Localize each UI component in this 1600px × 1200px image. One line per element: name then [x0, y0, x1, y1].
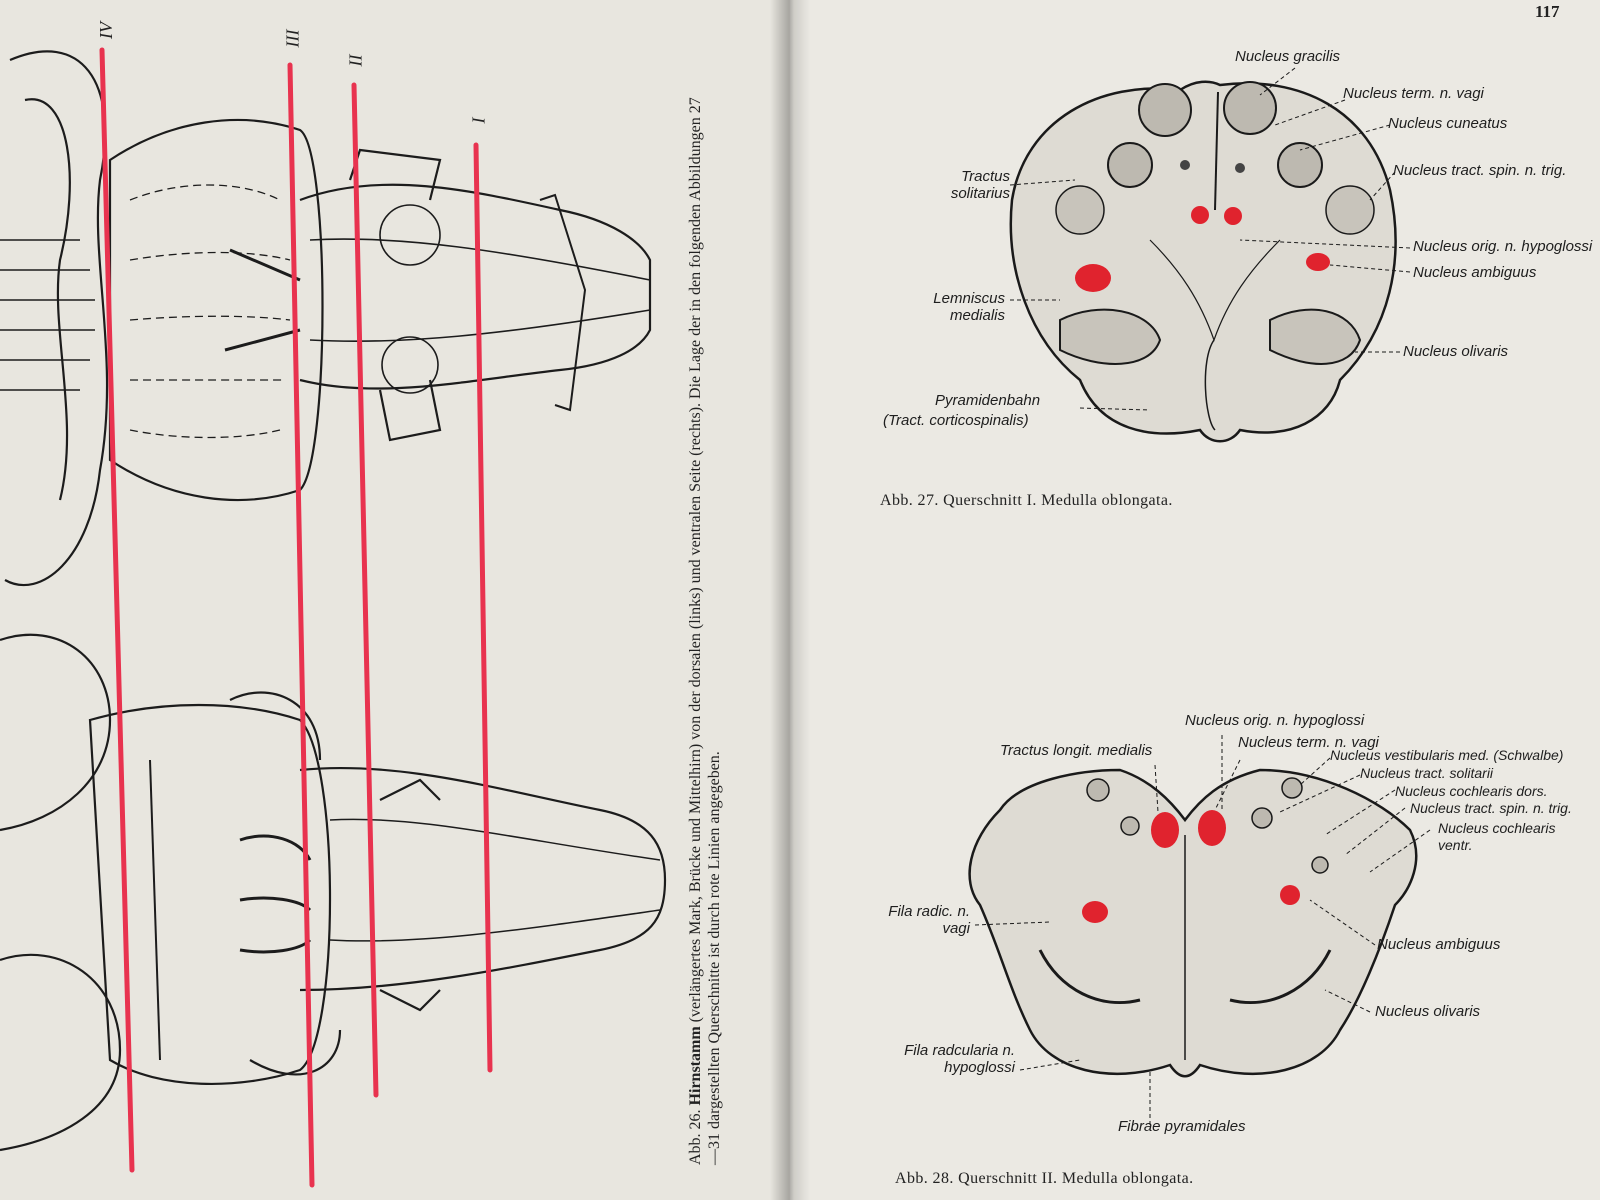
label-fibrae-pyramidales: Fibrae pyramidales — [1118, 1118, 1246, 1135]
section-line-iii — [287, 62, 315, 1188]
label-nucleus-term-vagi: Nucleus term. n. vagi — [1343, 85, 1484, 102]
label-nucleus-olivaris-ii: Nucleus olivaris — [1375, 1003, 1481, 1020]
label-nucleus-gracilis: Nucleus gracilis — [1235, 48, 1341, 65]
label-nucleus-ambiguus-ii: Nucleus ambiguus — [1377, 936, 1501, 953]
section-lines — [99, 47, 493, 1188]
label-nucleus-vestibularis-med: Nucleus vestibularis med. (Schwalbe) — [1330, 747, 1564, 763]
label-tractus-solitarius: Tractus solitarius — [950, 168, 1010, 202]
label-nucleus-tract-spin-trig: Nucleus tract. spin. n. trig. — [1393, 162, 1567, 179]
label-nucleus-orig-hypoglossi: Nucleus orig. n. hypoglossi — [1413, 238, 1593, 255]
label-nucleus-olivaris-i: Nucleus olivaris — [1403, 343, 1509, 360]
figure-28-caption: Abb. 28. Querschnitt II. Medulla oblonga… — [895, 1170, 1194, 1187]
label-lemniscus-medialis: Lemniscus medialis — [933, 290, 1005, 324]
section-line-i — [473, 142, 493, 1073]
ventral-brainstem-drawing — [0, 633, 667, 1152]
section-line-ii — [351, 82, 379, 1098]
brainstem-illustration — [0, 47, 667, 1188]
label-tract-corticospinalis: (Tract. corticospinalis) — [883, 412, 1029, 429]
dorsal-brainstem-drawing — [0, 50, 652, 587]
section-line-iv — [99, 47, 135, 1173]
label-nucleus-cochlearis-dors: Nucleus cochlearis dors. — [1395, 783, 1548, 799]
cross-section-i-drawing — [1009, 67, 1411, 443]
label-fila-radcularia-hypoglossi: Fila radcularia n. hypoglossi — [904, 1042, 1015, 1076]
label-nucleus-cochlearis-ventr: Nucleus cochlearis ventr. — [1438, 820, 1556, 853]
label-nucleus-tract-solitarii: Nucleus tract. solitarii — [1360, 765, 1494, 781]
figure-27-caption: Abb. 27. Querschnitt I. Medulla oblongat… — [880, 492, 1173, 509]
page-number: 117 — [1535, 2, 1560, 21]
label-nucleus-tract-spin-trig-ii: Nucleus tract. spin. n. trig. — [1410, 800, 1572, 816]
label-nucleus-cuneatus: Nucleus cuneatus — [1388, 115, 1508, 132]
cross-section-ii-drawing — [968, 735, 1431, 1125]
label-fila-radic-vagi: Fila radic. n. vagi — [888, 903, 970, 937]
book-gutter — [770, 0, 810, 1200]
label-tractus-longit-medialis: Tractus longit. medialis — [1000, 742, 1153, 759]
label-nucleus-orig-hypoglossi-ii: Nucleus orig. n. hypoglossi — [1185, 712, 1365, 729]
label-nucleus-ambiguus-i: Nucleus ambiguus — [1413, 264, 1537, 281]
label-pyramidenbahn: Pyramidenbahn — [935, 392, 1041, 409]
label-nucleus-term-vagi-ii: Nucleus term. n. vagi — [1238, 734, 1379, 751]
